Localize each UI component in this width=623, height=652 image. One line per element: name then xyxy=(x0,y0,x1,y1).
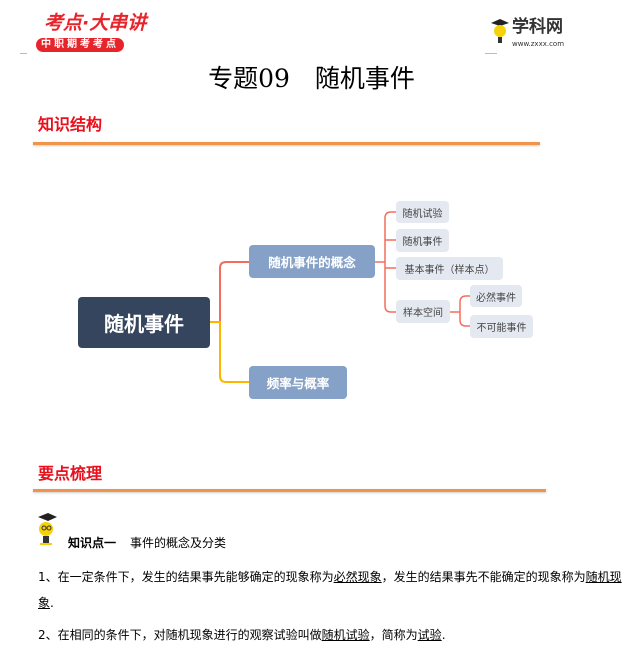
text: ，发生的结果事先不能确定的现象称为 xyxy=(381,570,586,584)
term-experiment: 试验 xyxy=(417,628,442,642)
text: ，简称为 xyxy=(369,628,418,642)
mascot-icon xyxy=(490,18,510,44)
header-margin-mark xyxy=(485,53,497,54)
mindmap-leaf: 随机事件 xyxy=(396,229,449,252)
mindmap-branch-probability: 频率与概率 xyxy=(249,366,347,399)
mindmap-leaf: 基本事件（样本点） xyxy=(396,257,503,280)
page-title: 专题09 随机事件 xyxy=(208,64,415,93)
text: . xyxy=(50,596,54,610)
term-inevitable-phenomenon: 必然现象 xyxy=(333,570,382,584)
paragraph-1: 1、在一定条件下，发生的结果事先能够确定的现象称为必然现象，发生的结果事先不能确… xyxy=(38,564,623,616)
mindmap-subleaf: 必然事件 xyxy=(470,285,522,307)
text: 1、在一定条件下，发生的结果事先能够确定的现象称为 xyxy=(38,570,334,584)
term-random-phenomenon: 随机现象 xyxy=(38,570,622,610)
mindmap-branch-concept: 随机事件的概念 xyxy=(249,245,375,278)
mindmap-leaf: 样本空间 xyxy=(396,300,450,323)
knowledge-point-heading: 知识点一事件的概念及分类 xyxy=(68,535,226,551)
knowledge-point-label: 知识点一 xyxy=(68,536,117,550)
text: . xyxy=(441,628,446,642)
xuekewang-url: www.zxxx.com xyxy=(512,40,565,48)
mascot-icon xyxy=(36,512,58,546)
paragraph-2: 2、在相同的条件下，对随机现象进行的观察试验叫做随机试验，简称为试验. xyxy=(38,622,623,648)
section-divider xyxy=(33,489,546,492)
kaodian-logo-text: 考点·大串讲 xyxy=(44,12,147,34)
section-heading-key-points: 要点梳理 xyxy=(38,464,103,483)
mindmap-root: 随机事件 xyxy=(78,297,210,348)
knowledge-point-title: 事件的概念及分类 xyxy=(130,536,227,550)
section-divider xyxy=(33,142,540,145)
mindmap-subleaf: 不可能事件 xyxy=(470,315,533,338)
header-margin-mark xyxy=(20,53,27,54)
kaodian-logo-banner: 中职期考考点 xyxy=(36,38,124,52)
text: 2、在相同的条件下，对随机现象进行的观察试验叫做 xyxy=(38,628,322,642)
xuekewang-logo-text: 学科网 xyxy=(512,17,563,37)
section-heading-structure: 知识结构 xyxy=(38,115,103,134)
mindmap-leaf: 随机试验 xyxy=(396,201,449,223)
term-random-experiment: 随机试验 xyxy=(321,628,370,642)
